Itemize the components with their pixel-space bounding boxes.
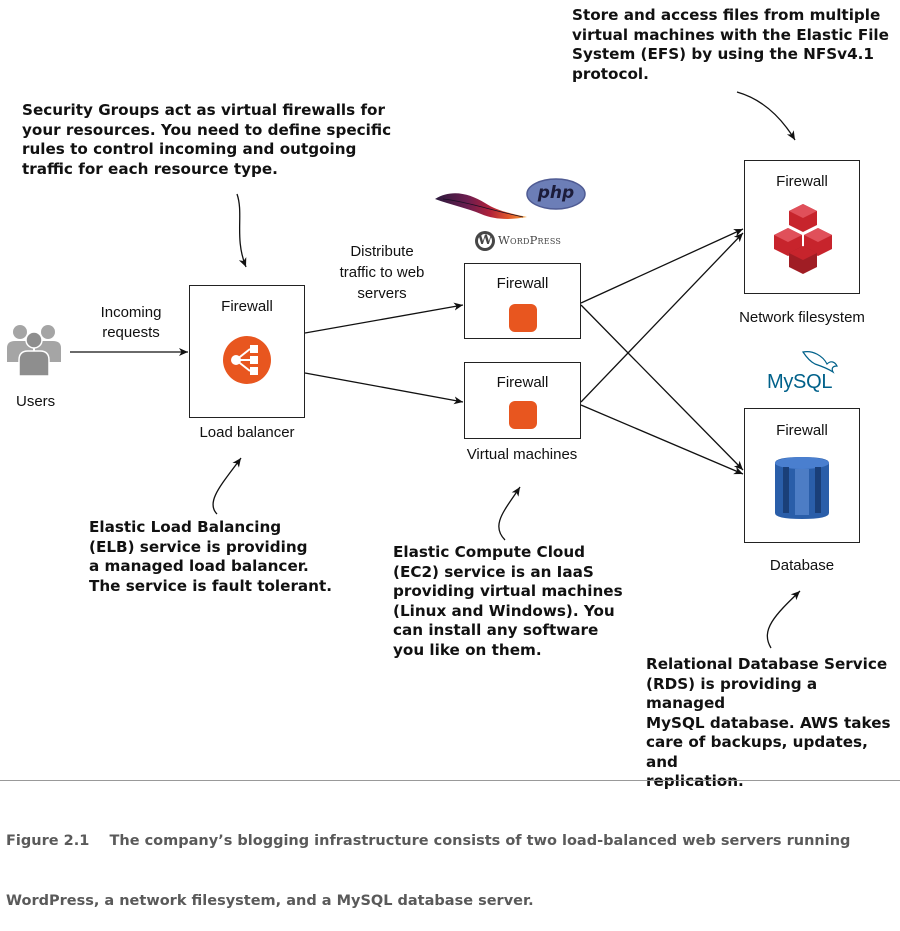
callout-ec2-line: you like on them. — [393, 640, 542, 659]
distribute-traffic-label: Distribute traffic to web servers — [323, 241, 441, 304]
vm1-firewall-label: Firewall — [496, 275, 549, 292]
ec2-icon — [509, 401, 537, 429]
callout-rds-line: Relational Database Service — [646, 655, 888, 673]
caption-line: Figure 2.1 The company’s blogging infras… — [6, 833, 851, 849]
wordpress-icon: W — [475, 231, 495, 251]
database-firewall-label: Firewall — [776, 422, 828, 439]
callout-ec2-line: can install any software — [393, 621, 599, 639]
callout-ec2: Elastic Compute Cloud (EC2) service is a… — [393, 543, 623, 660]
network-filesystem-label: Network filesystem — [739, 309, 865, 326]
callout-elb-line: Elastic Load Balancing — [89, 518, 282, 536]
callout-efs: Store and access files from multiple vir… — [572, 6, 889, 84]
distribute-traffic-line: servers — [357, 285, 407, 302]
figure-caption: Figure 2.1 The company’s blogging infras… — [6, 791, 850, 931]
callout-efs-line: virtual machines with the Elastic File — [572, 25, 889, 44]
arrow-vm1-to-db — [580, 304, 744, 471]
callout-elb-line: The service is fault tolerant. — [89, 576, 333, 595]
callout-efs-line: System (EFS) by using the NFSv4.1 — [572, 45, 874, 63]
callout-elb-line: (ELB) service is providing — [89, 537, 308, 556]
callout-elb: Elastic Load Balancing (ELB) service is … — [89, 518, 332, 596]
callout-security-groups-line: rules to control incoming and outgoing — [22, 140, 357, 158]
php-logo-text: php — [537, 183, 575, 203]
arrow-lb-to-vm2 — [304, 372, 464, 405]
mysql-text: MySQL — [767, 371, 833, 393]
arrow-vm2-to-db — [580, 404, 744, 475]
callout-ec2-line: (EC2) service is an IaaS — [393, 562, 594, 581]
database-box: Firewall — [744, 408, 860, 543]
callout-rds-line: replication. — [646, 772, 744, 790]
callout-ec2-line: (Linux and Windows). You — [393, 601, 615, 620]
callout-efs-line: protocol. — [572, 64, 649, 83]
mysql-logo-text: MySQL — [767, 371, 832, 394]
pointer-efs — [736, 91, 796, 141]
apache-feather-icon — [433, 187, 529, 223]
users-label: Users — [16, 393, 56, 410]
wordpress-logo: W WordPress — [475, 230, 585, 252]
vm2-firewall-label: Firewall — [496, 374, 549, 391]
php-logo: php — [526, 178, 586, 210]
database-label: Database — [769, 557, 835, 574]
pointer-rds — [766, 590, 801, 649]
callout-rds-line: care of backups, updates, and — [646, 733, 868, 771]
incoming-requests-line: requests — [102, 324, 160, 341]
distribute-traffic-line: traffic to web — [339, 264, 425, 281]
callout-ec2-line: providing virtual machines — [393, 582, 623, 600]
callout-security-groups: Security Groups act as virtual firewalls… — [22, 101, 391, 179]
caption-divider — [0, 780, 900, 781]
load-balancer-label: Load balancer — [199, 424, 295, 441]
pointer-security-groups — [236, 193, 247, 268]
efs-icon — [772, 202, 834, 276]
load-balancer-firewall-label: Firewall — [221, 298, 273, 315]
caption-line: WordPress, a network filesystem, and a M… — [6, 893, 534, 909]
callout-security-groups-line: your resources. You need to define speci… — [22, 120, 392, 139]
incoming-requests-line: Incoming — [100, 304, 162, 321]
incoming-requests-label: Incoming requests — [95, 303, 167, 343]
callout-elb-line: a managed load balancer. — [89, 557, 309, 575]
arrow-vm1-to-efs — [580, 228, 744, 304]
efs-box: Firewall — [744, 160, 860, 294]
callout-security-groups-line: traffic for each resource type. — [22, 159, 278, 178]
wordpress-logo-text: WordPress — [498, 233, 562, 247]
pointer-ec2 — [498, 486, 521, 541]
connector-layer — [70, 91, 801, 649]
efs-firewall-label: Firewall — [776, 173, 828, 190]
arrow-lb-to-vm1 — [304, 302, 464, 334]
load-balancer-box: Firewall — [189, 285, 305, 418]
callout-rds-line: MySQL database. AWS takes — [646, 713, 891, 732]
virtual-machines-label: Virtual machines — [466, 446, 578, 463]
distribute-traffic-line: Distribute — [350, 243, 414, 260]
vm2-box: Firewall — [464, 362, 581, 439]
callout-ec2-line: Elastic Compute Cloud — [393, 543, 586, 561]
ec2-icon — [509, 304, 537, 332]
rds-icon — [773, 455, 831, 521]
elb-icon — [222, 335, 272, 385]
callout-efs-line: Store and access files from multiple — [572, 6, 881, 24]
callout-rds: Relational Database Service (RDS) is pro… — [646, 655, 900, 792]
arrow-vm2-to-efs — [580, 232, 744, 403]
callout-rds-line: (RDS) is providing a managed — [646, 674, 818, 713]
vm1-box: Firewall — [464, 263, 581, 339]
callout-security-groups-line: Security Groups act as virtual firewalls… — [22, 101, 385, 119]
mysql-logo: MySQL — [765, 350, 843, 396]
pointer-elb — [212, 457, 242, 515]
users-icon — [4, 320, 64, 380]
